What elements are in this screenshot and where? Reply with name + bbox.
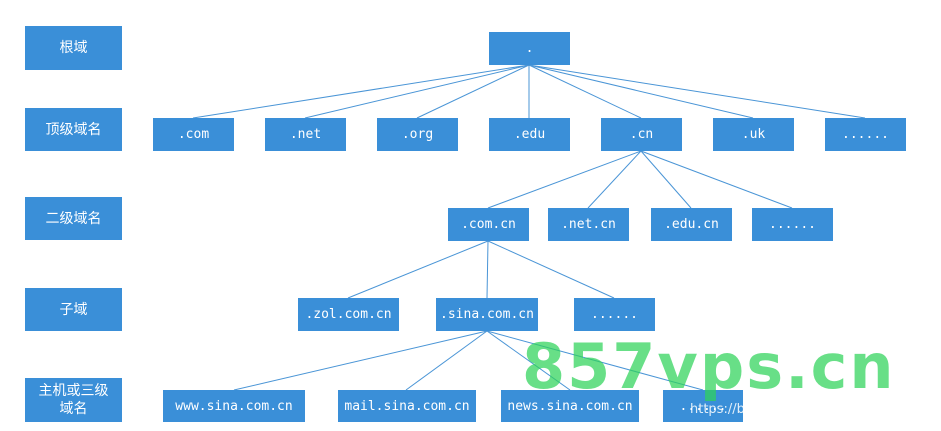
connector: [233, 330, 488, 391]
node-label: .net.cn: [561, 217, 616, 232]
tld-node-net: .net: [265, 118, 346, 151]
level-label: 顶级域名: [45, 121, 102, 138]
subdomain-node-more: ......: [574, 298, 655, 331]
node-label: .edu: [513, 127, 546, 142]
connector: [347, 240, 489, 299]
host-node-mail: mail.sina.com.cn: [338, 390, 476, 422]
level-label: 主机或三级 域名: [38, 383, 109, 417]
node-label: .sina.com.cn: [440, 307, 534, 322]
second-node-edu-cn: .edu.cn: [651, 208, 732, 241]
source-url-watermark: https://blog.csdn.net/Desire_cure_: [690, 402, 912, 417]
root-node: .: [489, 32, 570, 65]
second-node-net-cn: .net.cn: [548, 208, 629, 241]
node-label: .: [525, 41, 534, 56]
node-label: .zol.com.cn: [305, 307, 392, 322]
tld-node-org: .org: [377, 118, 458, 151]
connector: [528, 64, 754, 119]
node-label: ......: [591, 307, 638, 322]
connector: [405, 330, 488, 391]
level-tld-label: 顶级域名: [25, 108, 122, 151]
node-label: .uk: [741, 127, 766, 142]
level-label: 子域: [59, 301, 88, 318]
node-label: news.sina.com.cn: [507, 398, 633, 414]
node-label: ......: [679, 398, 727, 414]
node-label: www.sina.com.cn: [175, 398, 293, 414]
connector: [640, 150, 692, 209]
node-label: .net: [289, 127, 322, 142]
level-subdomain-label: 子域: [25, 288, 122, 331]
level-root-label: 根域: [25, 26, 122, 70]
level-label: 根域: [59, 40, 88, 56]
connector: [487, 240, 615, 299]
connector: [486, 330, 571, 391]
level-label: 二级域名: [45, 210, 102, 227]
subdomain-node-sina: .sina.com.cn: [436, 298, 538, 331]
node-label: .cn: [629, 127, 654, 142]
node-label: .com.cn: [461, 217, 516, 232]
node-label: .org: [401, 127, 434, 142]
level-second-label: 二级域名: [25, 197, 122, 240]
connector: [486, 240, 489, 299]
host-node-news: news.sina.com.cn: [501, 390, 639, 422]
node-label: mail.sina.com.cn: [344, 398, 470, 414]
node-label: ......: [842, 127, 889, 142]
node-label: .edu.cn: [664, 217, 719, 232]
connector: [528, 64, 642, 119]
tld-node-cn: .cn: [601, 118, 682, 151]
tld-node-com: .com: [153, 118, 234, 151]
node-label: ......: [769, 217, 816, 232]
connector: [640, 150, 793, 209]
connector: [587, 150, 642, 209]
host-node-www: www.sina.com.cn: [163, 390, 305, 422]
connector: [304, 64, 530, 119]
host-node-more: ......: [663, 390, 743, 422]
connector: [486, 330, 704, 391]
connector: [487, 150, 642, 209]
second-node-more: ......: [752, 208, 833, 241]
node-label: .com: [177, 127, 210, 142]
level-host-label: 主机或三级 域名: [25, 378, 122, 422]
connector: [416, 64, 530, 119]
tld-node-edu: .edu: [489, 118, 570, 151]
subdomain-node-zol: .zol.com.cn: [298, 298, 399, 331]
tld-node-more: ......: [825, 118, 906, 151]
second-node-com-cn: .com.cn: [448, 208, 529, 241]
brand-watermark: 857vps.cn: [522, 330, 896, 403]
connector: [192, 64, 530, 119]
tld-node-uk: .uk: [713, 118, 794, 151]
connector: [528, 64, 866, 119]
